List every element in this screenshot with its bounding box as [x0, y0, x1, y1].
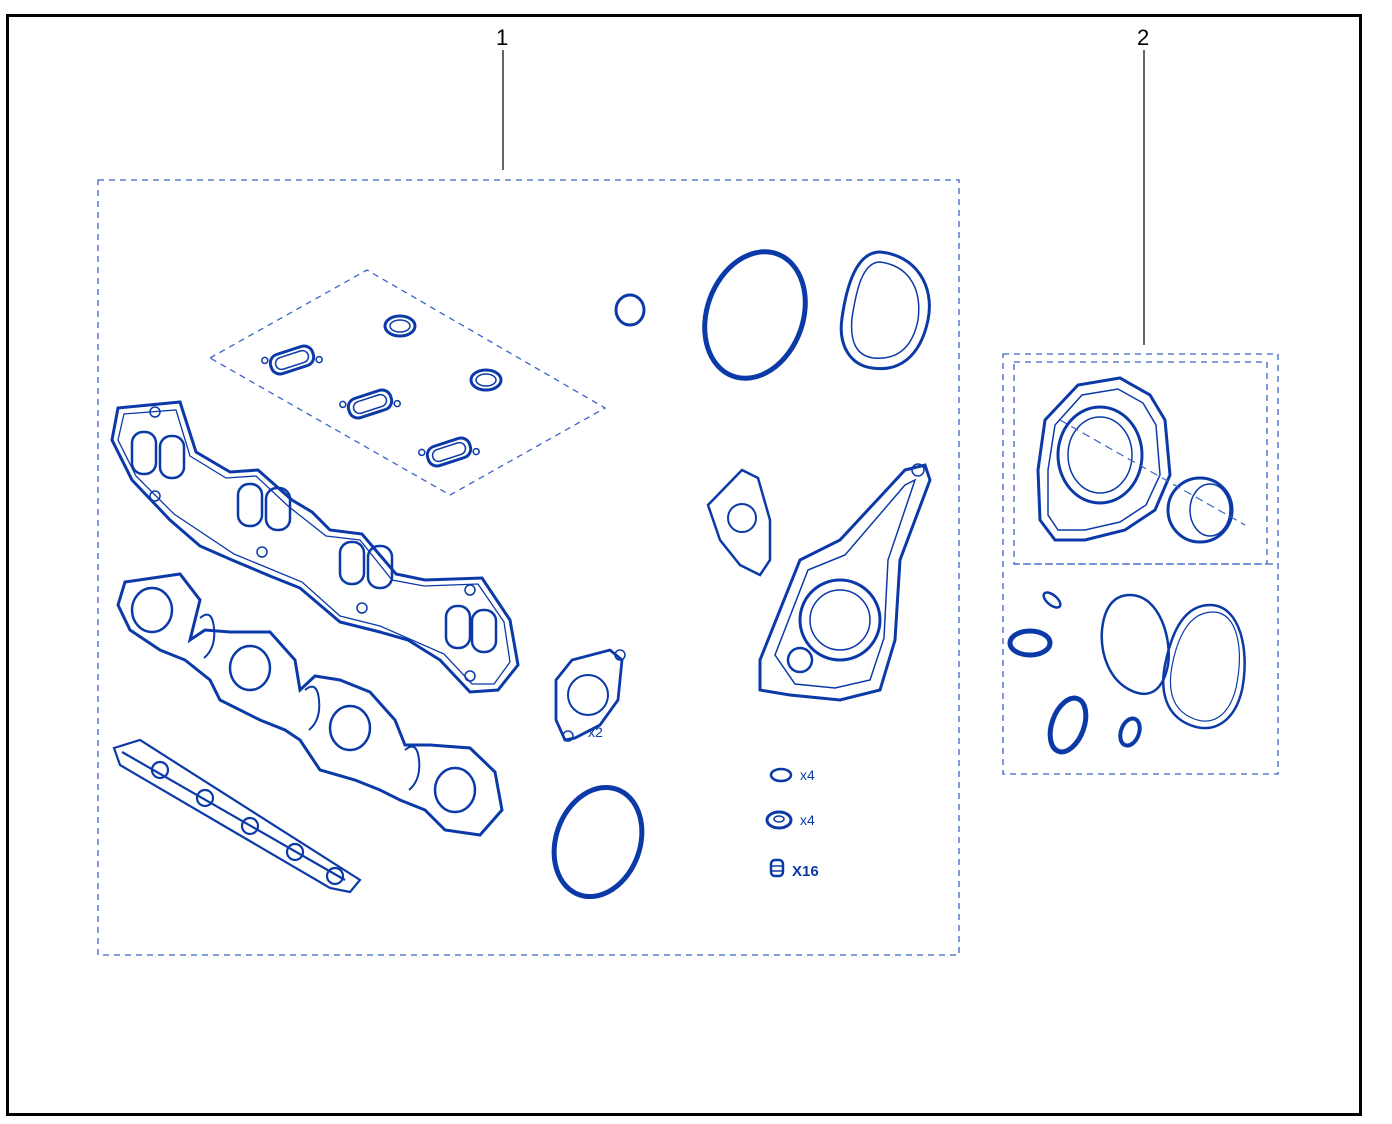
small-o-ring-qty: x4 — [800, 767, 815, 783]
callout-label-1: 1 — [496, 25, 508, 50]
rear-seal-subgroup — [1013, 361, 1268, 565]
intake-manifold-gasket-icon — [116, 572, 504, 837]
pump-gasket-icon — [706, 463, 932, 702]
valve-stem-seal-icon — [769, 858, 785, 878]
kit-2-boundary — [1002, 353, 1279, 775]
kit-1-boundary — [97, 179, 960, 956]
valve-stem-seal-qty: X16 — [792, 863, 819, 880]
small-o-ring-icon — [769, 767, 793, 783]
group-2-o-rings-icon — [1007, 591, 1142, 755]
port-gasket-subgroup — [208, 269, 607, 496]
callout-1: 1 — [496, 25, 508, 170]
bracket-gasket-icon — [554, 648, 626, 742]
washer-qty: x4 — [800, 812, 815, 828]
callout-2: 2 — [1137, 25, 1149, 345]
exhaust-manifold-gasket-icon — [110, 400, 520, 694]
callout-label-2: 2 — [1137, 25, 1149, 50]
diagram-frame — [6, 14, 1362, 1116]
large-o-ring-icon — [702, 249, 808, 381]
timing-cover-gasket-icon — [839, 250, 931, 371]
bracket-gasket-qty: x2 — [588, 724, 603, 740]
valve-cover-strip-icon — [112, 738, 362, 894]
port-gasket-icon — [259, 314, 503, 473]
oil-pan-gasket-icon — [1100, 593, 1246, 730]
o-ring-icon — [614, 293, 646, 327]
large-o-ring-bottom-icon — [551, 784, 645, 900]
rear-main-seal-icon — [1036, 376, 1246, 544]
washer-icon — [765, 810, 793, 830]
